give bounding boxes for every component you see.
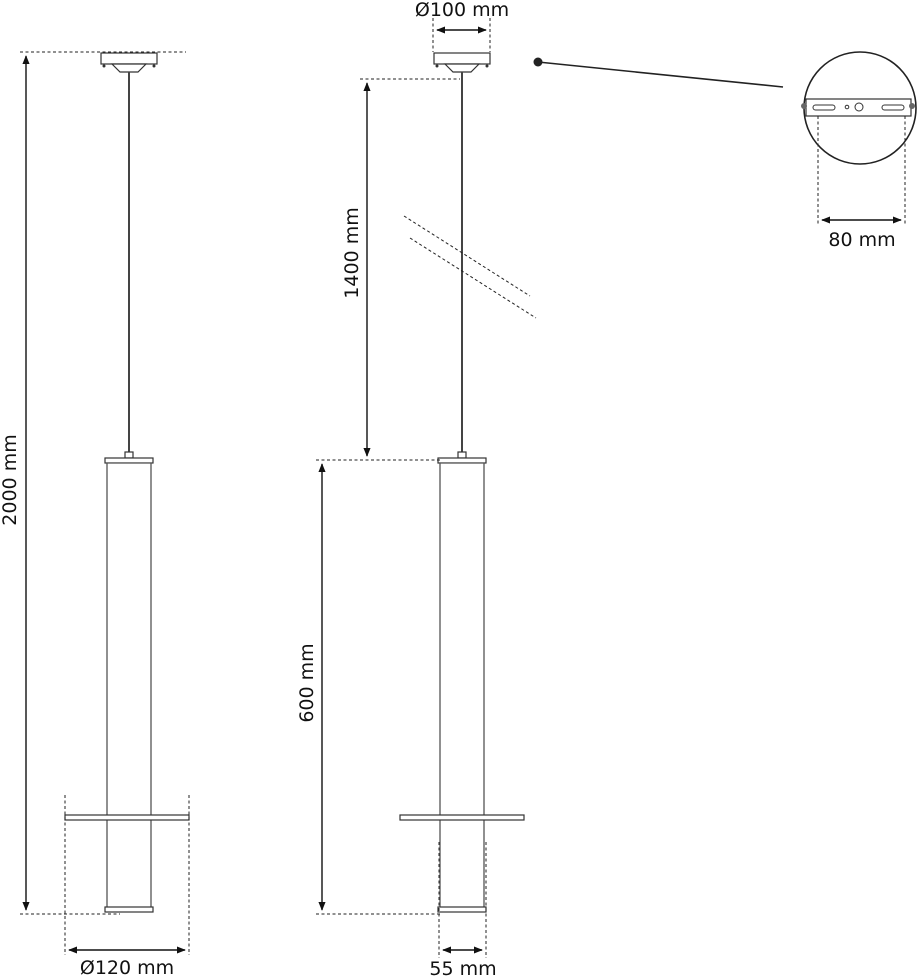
mounting-bracket-detail: 80 mm — [533, 51, 917, 251]
ceiling-canopy-left — [100, 52, 158, 73]
cut-marks — [403, 215, 537, 319]
label-shade-height: 600 mm — [296, 643, 318, 722]
label-canopy-diameter: Ø100 mm — [415, 0, 509, 21]
front-view-left: 2000 mm Ø120 mm — [0, 51, 190, 979]
tube-shade-right — [437, 457, 487, 913]
disc-left — [64, 814, 190, 821]
label-total-height: 2000 mm — [0, 434, 21, 525]
ceiling-canopy-right — [433, 52, 491, 73]
disc-right — [399, 814, 525, 821]
label-disc-diameter: Ø120 mm — [80, 957, 174, 979]
label-tube-diameter: 55 mm — [429, 958, 496, 980]
label-bracket-width: 80 mm — [828, 229, 895, 251]
label-cable-length: 1400 mm — [341, 207, 363, 298]
side-view-right: Ø100 mm 1400 mm 600 mm 55 mm — [296, 0, 537, 980]
tube-shade-left — [104, 457, 154, 913]
